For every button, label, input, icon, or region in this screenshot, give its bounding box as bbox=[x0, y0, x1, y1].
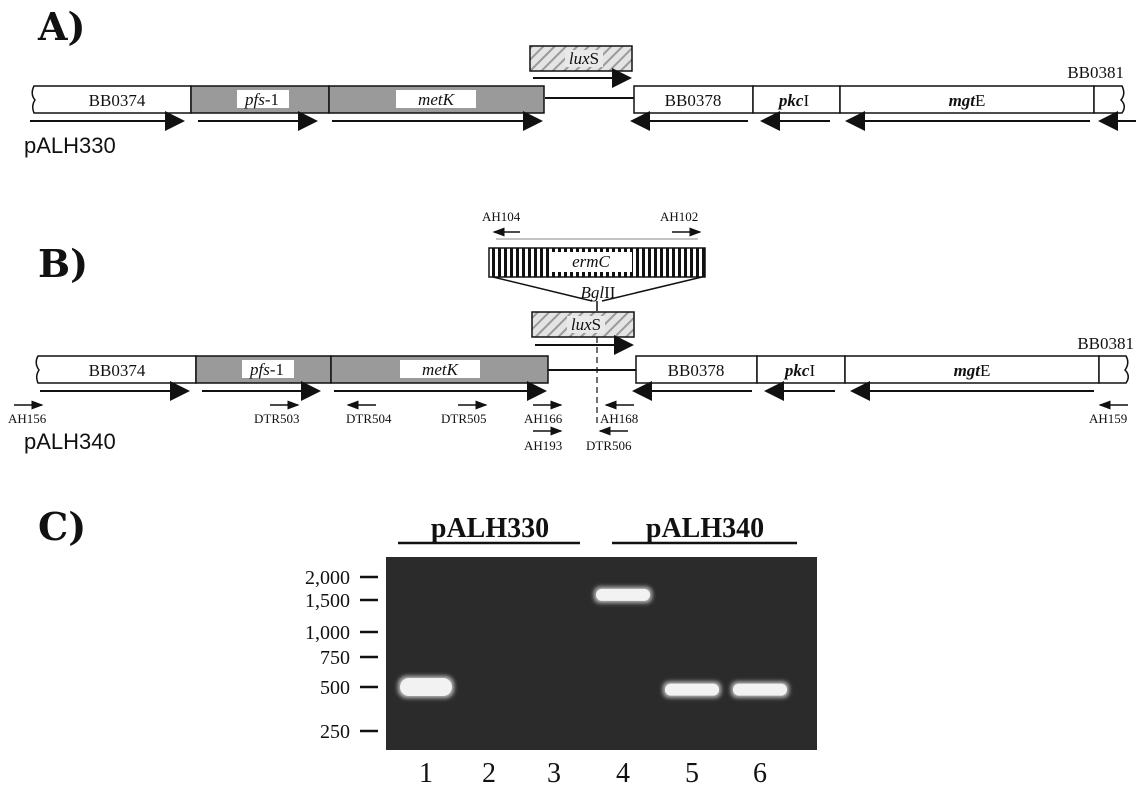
metk-label-b: metK bbox=[422, 360, 460, 379]
ladder-label-0: 2,000 bbox=[305, 567, 350, 589]
primer-dtr504: DTR504 bbox=[346, 411, 392, 426]
panel-a-label: A) bbox=[37, 4, 85, 49]
primer-ah156: AH156 bbox=[8, 411, 47, 426]
gel-group-right-label: pALH340 bbox=[646, 513, 764, 544]
primer-dtr503: DTR503 bbox=[254, 411, 300, 426]
bglii-label: BglII bbox=[581, 283, 616, 302]
primer-dtr505: DTR505 bbox=[441, 411, 487, 426]
lane-labels: 1 2 3 4 5 6 bbox=[419, 758, 767, 789]
gel-band-lane-4 bbox=[596, 588, 650, 601]
pkci-gene-b: pkcI bbox=[756, 355, 846, 401]
bb0378-gene-b: BB0378 bbox=[632, 355, 758, 401]
lane-label-6: 6 bbox=[753, 758, 767, 789]
pkci-gene-a: pkcI bbox=[752, 85, 841, 131]
bb0374-gene-b: BB0374 bbox=[35, 355, 197, 401]
pfs1-gene-a: pfs-1 bbox=[190, 85, 330, 131]
pkci-label-b: pkcI bbox=[783, 361, 816, 380]
primer-ah159: AH159 bbox=[1089, 411, 1127, 426]
bb0378-label-b: BB0378 bbox=[668, 361, 725, 380]
bb0381-gene-a: BB0381 bbox=[1067, 63, 1136, 131]
metk-gene-b: metK bbox=[330, 355, 549, 401]
pfs1-label-a: pfs-1 bbox=[244, 90, 279, 109]
lane-label-5: 5 bbox=[685, 758, 699, 789]
mgte-gene-a: mgtE bbox=[839, 85, 1095, 131]
primer-ah102: AH102 bbox=[660, 209, 698, 224]
ladder-label-2: 1,000 bbox=[305, 622, 350, 644]
panel-c-label: C) bbox=[38, 504, 86, 549]
gel-band-lane-6 bbox=[733, 683, 787, 696]
ladder-label-5: 250 bbox=[320, 721, 350, 743]
bb0374-label-b: BB0374 bbox=[89, 361, 146, 380]
lane-label-1: 1 bbox=[419, 758, 433, 789]
ermc-label: ermC bbox=[572, 252, 610, 271]
bb0381-gene-b: BB0381 bbox=[1077, 334, 1134, 384]
gel-band-lane-1 bbox=[400, 678, 452, 696]
panel-b-label: B) bbox=[38, 241, 88, 286]
mgte-label-a: mgtE bbox=[949, 91, 986, 110]
luxs-gene-a: luxS bbox=[529, 45, 633, 88]
gel-band-lane-5 bbox=[665, 683, 719, 696]
bb0374-gene-a: BB0374 bbox=[30, 85, 192, 131]
lane-label-2: 2 bbox=[482, 758, 496, 789]
plasmid-label-b: pALH340 bbox=[24, 429, 116, 454]
primer-dtr506: DTR506 bbox=[586, 438, 632, 453]
mgte-gene-b: mgtE bbox=[844, 355, 1100, 401]
luxs-label-a: luxS bbox=[569, 49, 599, 68]
gel-image bbox=[386, 557, 817, 750]
ermc-cassette: ermC bbox=[488, 247, 706, 311]
primer-ah193: AH193 bbox=[524, 438, 562, 453]
mgte-label-b: mgtE bbox=[954, 361, 991, 380]
lane-label-3: 3 bbox=[547, 758, 561, 789]
ladder-label-3: 750 bbox=[320, 647, 350, 669]
gel-group-left-label: pALH330 bbox=[431, 513, 549, 544]
ladder-label-4: 500 bbox=[320, 677, 350, 699]
lane-label-4: 4 bbox=[616, 758, 630, 789]
bb0381-label-a: BB0381 bbox=[1067, 63, 1124, 82]
bb0374-label-a: BB0374 bbox=[89, 91, 146, 110]
pfs1-gene-b: pfs-1 bbox=[195, 355, 332, 401]
metk-label-a: metK bbox=[418, 90, 456, 109]
luxs-gene-b: luxS bbox=[531, 311, 635, 355]
primer-ah104: AH104 bbox=[482, 209, 521, 224]
primer-ah168: AH168 bbox=[600, 411, 638, 426]
bb0378-label-a: BB0378 bbox=[665, 91, 722, 110]
plasmid-label-a: pALH330 bbox=[24, 133, 116, 158]
pkci-label-a: pkcI bbox=[777, 91, 810, 110]
bb0381-label-b: BB0381 bbox=[1077, 334, 1134, 353]
pfs1-label-b: pfs-1 bbox=[249, 360, 284, 379]
bb0378-gene-a: BB0378 bbox=[630, 85, 754, 131]
metk-gene-a: metK bbox=[328, 85, 545, 131]
gel-bands bbox=[398, 586, 789, 698]
luxs-label-b: luxS bbox=[571, 315, 601, 334]
ladder-label-1: 1,500 bbox=[305, 590, 350, 612]
primer-ah166: AH166 bbox=[524, 411, 563, 426]
